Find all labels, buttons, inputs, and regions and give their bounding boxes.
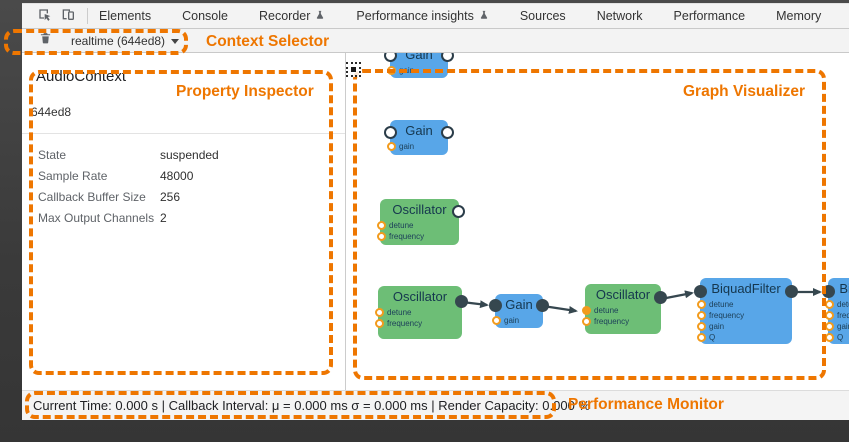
- audio-param: gain: [387, 141, 442, 152]
- output-port: [455, 295, 468, 308]
- audio-param: frequency: [697, 310, 786, 321]
- param-port: [387, 142, 396, 151]
- audio-param: frequency: [825, 310, 849, 321]
- output-port: [654, 291, 667, 304]
- audio-param: gain: [697, 321, 786, 332]
- trash-icon: [39, 31, 52, 50]
- inspect-cursor-icon: [36, 6, 52, 27]
- param-port: [825, 333, 834, 342]
- tab-network[interactable]: Network: [596, 9, 643, 23]
- tab-console[interactable]: Console: [182, 9, 228, 23]
- output-port: [441, 53, 454, 62]
- chevron-down-icon: [171, 38, 180, 44]
- property-row: State suspended: [38, 147, 219, 162]
- param-port: [387, 66, 396, 75]
- audio-param: detune: [825, 299, 849, 310]
- devtools-tabbar: Elements Console Recorder Performance in…: [22, 3, 849, 29]
- audio-param: frequency: [377, 231, 453, 242]
- audio-param: Q: [825, 332, 849, 343]
- webaudio-panel: AudioContext 644ed8 State suspended Samp…: [22, 53, 849, 390]
- param-port: [377, 221, 386, 230]
- context-selector-dropdown[interactable]: realtime (644ed8): [71, 33, 180, 48]
- tab-memory[interactable]: Memory: [776, 9, 822, 23]
- audio-param: gain: [825, 321, 849, 332]
- experiment-flask-icon: [315, 9, 325, 24]
- toolbar-divider: [87, 8, 88, 24]
- context-selector-value: realtime (644ed8): [71, 33, 166, 48]
- tab-recorder[interactable]: Recorder: [259, 9, 325, 24]
- audio-param: detune: [377, 220, 453, 231]
- param-port: [825, 300, 834, 309]
- audio-param: detune: [582, 305, 655, 316]
- performance-monitor-bar: Current Time: 0.000 s | Callback Interva…: [22, 390, 849, 420]
- audio-param: Q: [697, 332, 786, 343]
- output-port: [536, 299, 549, 312]
- input-port: [384, 53, 397, 62]
- graph-node-oscillator[interactable]: Oscillator detune frequency: [582, 284, 667, 334]
- inspector-divider: [22, 133, 345, 134]
- audio-param: gain: [387, 65, 442, 76]
- audio-param: frequency: [375, 318, 456, 329]
- device-toolbar-icon: [60, 6, 76, 27]
- param-port-connected: [582, 306, 591, 315]
- audio-param: gain: [492, 315, 537, 326]
- device-toolbar-button[interactable]: [56, 5, 80, 27]
- context-title: AudioContext: [36, 68, 127, 85]
- param-port: [377, 232, 386, 241]
- param-port: [697, 333, 706, 342]
- graph-node-biquadfilter[interactable]: BiquadFilter detune frequency gain Q: [694, 278, 798, 344]
- audio-param: frequency: [582, 316, 655, 327]
- param-port: [825, 311, 834, 320]
- input-port: [694, 285, 707, 298]
- graph-node-oscillator[interactable]: Oscillator detune frequency: [377, 199, 465, 245]
- graph-node-gain[interactable]: Gain gain: [384, 120, 454, 155]
- context-id: 644ed8: [31, 105, 72, 119]
- input-port: [489, 299, 502, 312]
- param-port: [375, 319, 384, 328]
- panel-divider: [345, 53, 346, 390]
- panel-tabs: Elements Console Recorder Performance in…: [99, 9, 849, 24]
- tab-elements[interactable]: Elements: [99, 9, 152, 23]
- inspect-element-button[interactable]: [32, 5, 56, 27]
- param-port: [697, 322, 706, 331]
- audio-param: detune: [375, 307, 456, 318]
- delete-context-button[interactable]: [33, 30, 57, 52]
- output-port: [452, 205, 465, 218]
- property-row: Sample Rate 48000: [38, 168, 194, 183]
- graph-visualizer-panel[interactable]: Gain gain Gain gain Oscillator detune fr…: [346, 53, 849, 390]
- param-port: [492, 316, 501, 325]
- annotation-resize-handle[interactable]: [346, 62, 361, 77]
- tab-sources[interactable]: Sources: [519, 9, 566, 23]
- graph-node-gain[interactable]: Gain gain: [489, 294, 549, 328]
- output-port: [441, 126, 454, 139]
- param-port: [825, 322, 834, 331]
- param-port: [375, 308, 384, 317]
- tab-performance[interactable]: Performance: [673, 9, 746, 23]
- param-port: [697, 300, 706, 309]
- graph-node-gain[interactable]: Gain gain: [384, 53, 454, 78]
- audio-param: detune: [697, 299, 786, 310]
- property-row: Callback Buffer Size 256: [38, 189, 181, 204]
- property-row: Max Output Channels 2: [38, 210, 167, 225]
- input-port: [822, 285, 835, 298]
- param-port: [697, 311, 706, 320]
- property-list: State suspended Sample Rate 48000 Callba…: [38, 144, 328, 228]
- performance-monitor-text: Current Time: 0.000 s | Callback Interva…: [33, 398, 590, 413]
- param-port: [582, 317, 591, 326]
- tab-performance-insights[interactable]: Performance insights: [356, 9, 488, 24]
- output-port: [785, 285, 798, 298]
- input-port: [384, 126, 397, 139]
- webaudio-toolbar: realtime (644ed8): [22, 29, 849, 53]
- experiment-flask-icon: [479, 9, 489, 24]
- graph-node-oscillator[interactable]: Oscillator detune frequency: [375, 286, 468, 339]
- graph-node-biquadfilter[interactable]: BiquadFilter detune frequency gain Q: [822, 278, 849, 344]
